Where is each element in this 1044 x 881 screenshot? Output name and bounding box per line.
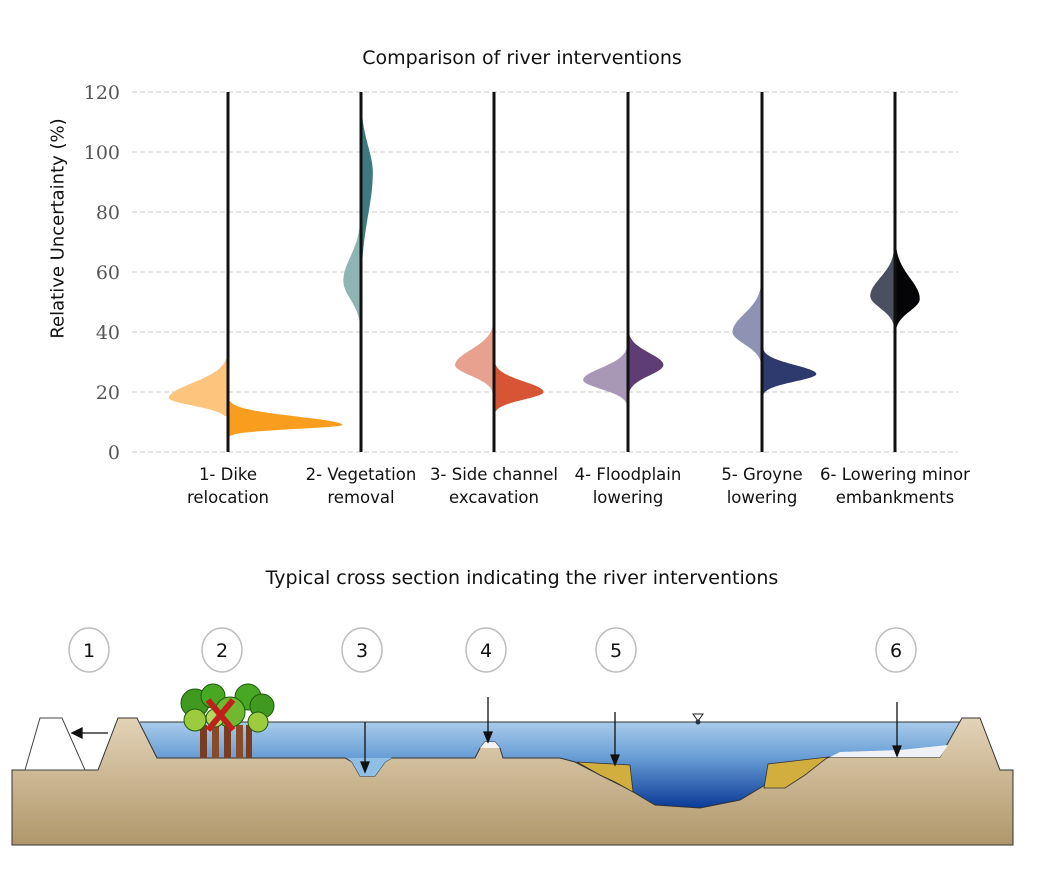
violin-right-half-2 bbox=[361, 92, 373, 278]
x-tick-label-line1: 2- Vegetation bbox=[305, 465, 417, 484]
diagram-title: Typical cross section indicating the riv… bbox=[265, 567, 779, 589]
intervention-marker-2: 2 bbox=[201, 627, 243, 673]
lowered-embankment bbox=[480, 742, 500, 748]
violin-left-half-4 bbox=[583, 332, 628, 407]
violin-left-half-2 bbox=[343, 218, 361, 347]
marker-circle bbox=[341, 627, 383, 673]
x-tick-label-line1: 4- Floodplain bbox=[574, 465, 682, 484]
marker-circle bbox=[201, 627, 243, 673]
y-tick-label: 100 bbox=[84, 142, 120, 164]
violin-right-half-3 bbox=[494, 362, 544, 416]
violin-left-half-1 bbox=[169, 359, 228, 416]
old-dike bbox=[24, 717, 86, 771]
x-tick-label-line1: 6- Lowering minor bbox=[820, 465, 970, 484]
y-tick-label: 20 bbox=[96, 382, 120, 404]
intervention-marker-6: 6 bbox=[875, 627, 917, 673]
x-tick-label-line2: embankments bbox=[835, 488, 955, 507]
x-tick-label: 5- Groyne lowering bbox=[677, 463, 847, 509]
violin-left-half-3 bbox=[455, 305, 494, 398]
y-tick-label: 40 bbox=[96, 322, 120, 344]
x-tick-label: 2- Vegetation removal bbox=[276, 463, 446, 509]
water-level-icon bbox=[692, 713, 704, 725]
marker-number: 2 bbox=[216, 640, 228, 662]
ground bbox=[11, 717, 1014, 846]
groyne-right bbox=[763, 756, 830, 789]
x-tick-label-line2: relocation bbox=[186, 488, 270, 507]
violin-right-half-4 bbox=[628, 308, 664, 392]
marker-number: 3 bbox=[356, 640, 368, 662]
x-tick-label-line2: lowering bbox=[726, 488, 798, 507]
violin-right-half-6 bbox=[895, 176, 920, 347]
x-tick-label-line1: 1- Dike bbox=[198, 465, 258, 484]
y-tick-label: 120 bbox=[84, 82, 120, 104]
violin-chart: 0 20 40 60 80 100 120 bbox=[84, 82, 958, 464]
marker-circle bbox=[465, 627, 507, 673]
x-tick-label-line1: 5- Groyne bbox=[721, 465, 803, 484]
intervention-marker-1: 1 bbox=[68, 627, 110, 673]
x-tick-label: 6- Lowering minor embankments bbox=[810, 463, 980, 509]
x-tick-label-line1: 3- Side channel bbox=[430, 465, 558, 484]
violin-left-half-6 bbox=[870, 218, 895, 332]
marker-number: 6 bbox=[890, 640, 902, 662]
x-tick-label: 1- Dike relocation bbox=[143, 463, 313, 509]
marker-circle bbox=[68, 627, 110, 673]
marker-number: 4 bbox=[480, 640, 492, 662]
marker-number: 1 bbox=[83, 640, 95, 662]
floodplain-lowering-strip bbox=[830, 745, 948, 757]
marker-circle bbox=[875, 627, 917, 673]
violin-left-half-5 bbox=[732, 266, 762, 365]
violin-right-half-1 bbox=[228, 401, 343, 437]
x-tick-label: 4- Floodplain lowering bbox=[543, 463, 713, 509]
groyne-left bbox=[576, 761, 634, 793]
y-tick-label: 80 bbox=[96, 202, 120, 224]
y-tick-label: 60 bbox=[96, 262, 120, 284]
x-tick-label-line2: excavation bbox=[448, 488, 539, 507]
marker-number: 5 bbox=[610, 640, 622, 662]
y-tick-label: 0 bbox=[108, 442, 120, 464]
marker-circle bbox=[595, 627, 637, 673]
intervention-marker-5: 5 bbox=[595, 627, 637, 673]
removal-cross-icon bbox=[205, 698, 236, 732]
chart-title: Comparison of river interventions bbox=[362, 47, 682, 69]
intervention-marker-3: 3 bbox=[341, 627, 383, 673]
x-tick-label-line2: removal bbox=[327, 488, 395, 507]
intervention-arrows bbox=[70, 697, 902, 774]
x-tick-label-line2: lowering bbox=[592, 488, 664, 507]
intervention-marker-4: 4 bbox=[465, 627, 507, 673]
violin-right-half-5 bbox=[762, 347, 817, 398]
side-channel-water bbox=[347, 758, 392, 776]
x-tick-label: 3- Side channel excavation bbox=[409, 463, 579, 509]
